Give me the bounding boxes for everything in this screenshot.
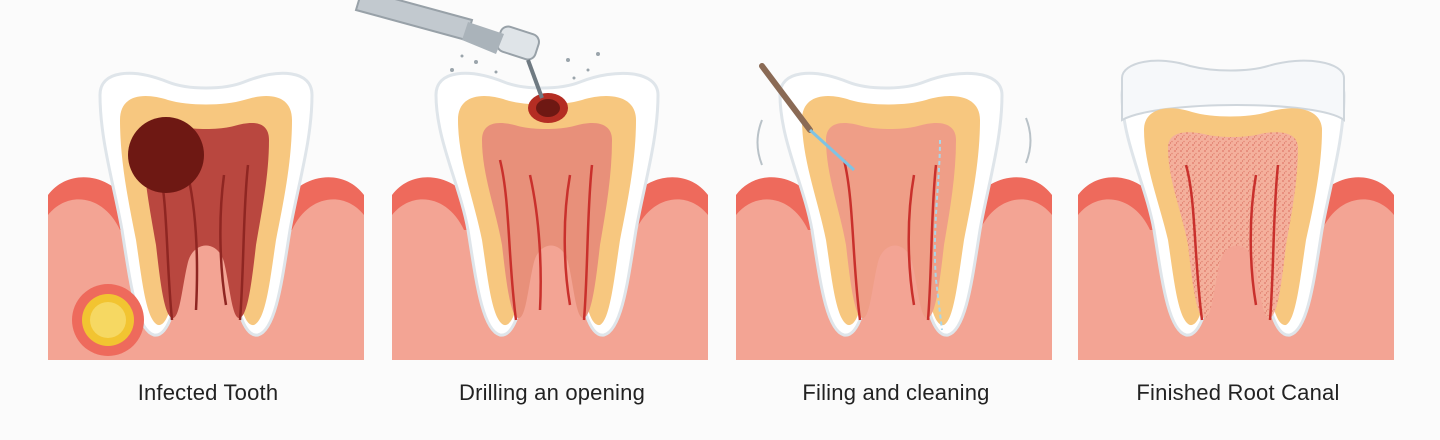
filing-illustration <box>736 63 1052 360</box>
motion-lines <box>756 117 1032 166</box>
cleaned-canal-path <box>933 139 943 331</box>
endodontic-file-icon <box>759 63 856 172</box>
step-caption-2: Drilling an opening <box>458 380 646 405</box>
nerve-lines <box>498 159 594 321</box>
nerve-lines <box>156 159 250 321</box>
crown-cap-icon <box>1121 59 1345 123</box>
step-drilling: Drilling an opening <box>354 0 712 440</box>
infected-tooth-illustration <box>48 71 364 360</box>
step-caption-4: Finished Root Canal <box>1136 380 1340 405</box>
debris-particles <box>450 52 600 80</box>
decay-cavity <box>128 117 204 193</box>
step-finished-root-canal: Finished Root Canal <box>1078 0 1398 440</box>
step-filing-cleaning: Filing and cleaning <box>736 0 1056 440</box>
cleaned-pulp-chamber <box>826 122 956 319</box>
tooth-pulp <box>482 122 612 319</box>
step-caption-3: Filing and cleaning <box>802 380 990 405</box>
finished-root-canal-illustration <box>1078 59 1394 360</box>
sealed-canals <box>1184 164 1280 321</box>
step-infected-tooth: Infected Tooth <box>48 0 368 440</box>
handpiece-drill-icon <box>354 0 544 99</box>
drilling-illustration <box>354 0 708 360</box>
root-canal-filling <box>1168 132 1298 319</box>
step-caption-1: Infected Tooth <box>137 380 279 405</box>
nerve-lines <box>842 159 938 321</box>
